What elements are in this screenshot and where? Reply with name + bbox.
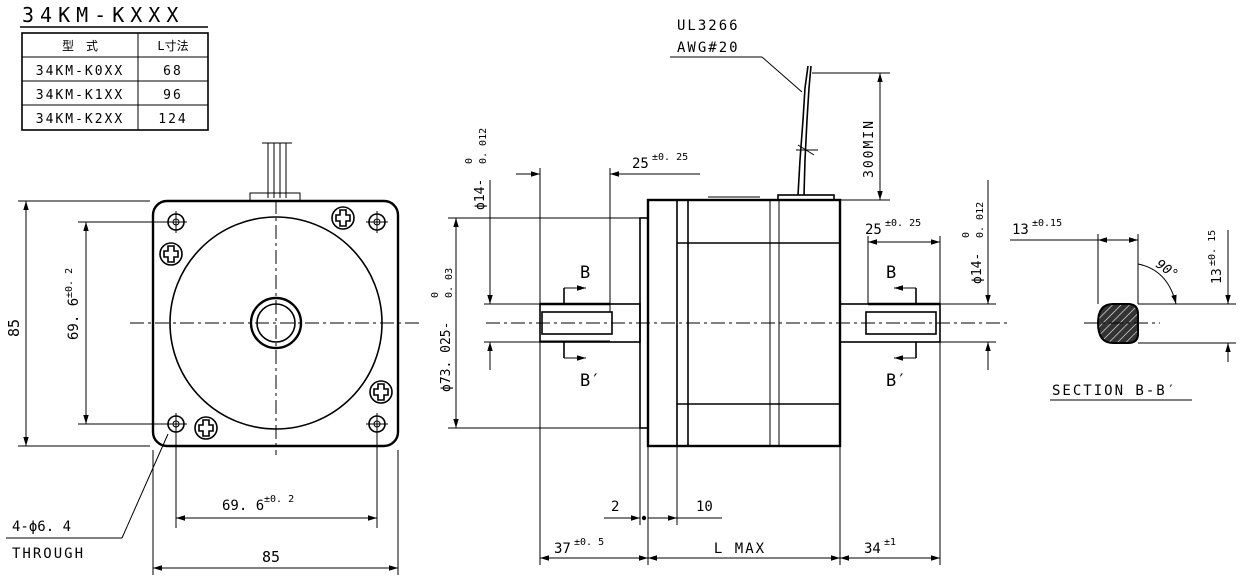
wire-spec-line1: UL3266: [677, 18, 740, 34]
screw-right-top: [331, 206, 355, 230]
shaft-dia-left-tol-lower: 0. 012: [478, 128, 489, 164]
mounting-hole-tr: [366, 211, 388, 233]
shaft-len-right-tol: ±1: [884, 537, 896, 548]
front-view: 85 69. 6 ±0. 2 69. 6 ±0. 2 85 4-ϕ6. 4 TH…: [5, 142, 422, 575]
section-view: 13 ±0.15 90° 13 ±0. 15 SECTION B-B′: [1010, 218, 1236, 401]
section-angle: 90°: [1153, 257, 1181, 283]
shaft-dia-right-tol-lower: 0. 012: [975, 202, 986, 238]
table-header-model: 型 式: [62, 39, 98, 53]
pilot-tol-upper: 0: [430, 292, 441, 298]
table-cell-model-0: 34KM-K0XX: [36, 64, 124, 79]
section-mark-left-bottom: B′: [580, 371, 600, 391]
mounting-hole-bl: [165, 413, 187, 435]
front-hole-pitch-h-tol: ±0. 2: [264, 494, 294, 505]
shaft-dia-right-tol-upper: 0: [961, 232, 972, 238]
front-width-dim: 85: [262, 548, 280, 566]
key-len-right: 25: [865, 222, 882, 238]
mounting-hole-tl: [165, 211, 187, 233]
table-cell-model-2: 34KM-K2XX: [36, 112, 124, 127]
table-cell-length-2: 124: [158, 112, 187, 127]
dim-2: 2: [611, 499, 619, 515]
left-key: [541, 311, 613, 335]
section-flat-width-tol: ±0.15: [1032, 218, 1062, 229]
screw-right-bottom: [369, 380, 393, 404]
shaft-len-left-tol: ±0. 5: [574, 537, 604, 548]
front-hole-pitch-v-tol: ±0. 2: [64, 268, 75, 298]
key-len-right-tol: ±0. 25: [885, 218, 921, 229]
screw-left-bottom: [194, 416, 218, 440]
section-mark-right-top: B: [886, 263, 896, 283]
hole-callout-line1: 4-ϕ6. 4: [12, 519, 71, 535]
front-lead-wires: [249, 142, 301, 202]
section-flat-width: 13: [1012, 222, 1029, 238]
body-len: L MAX: [714, 541, 766, 557]
side-view: UL3266 AWG#20 300MIN B B′ B B′: [430, 18, 1010, 565]
pilot-dia: ϕ73. 025-: [439, 322, 454, 392]
screw-left-top: [159, 242, 183, 266]
drawing-title: 34KM-KXXX: [22, 3, 184, 27]
hole-callout-line2: THROUGH: [12, 546, 85, 562]
section-height-tol: ±0. 15: [1207, 230, 1218, 266]
shaft-dia-left-tol-upper: 0: [464, 158, 475, 164]
dim-10: 10: [696, 499, 713, 515]
table-cell-length-1: 96: [163, 88, 183, 103]
section-caption: SECTION B-B′: [1052, 383, 1177, 399]
model-table: 34KM-KXXX 型 式 L寸法 34KM-K0XX 68 34KM-K1XX…: [20, 3, 209, 131]
table-header-length: L寸法: [157, 39, 188, 53]
shaft-len-right: 34: [864, 541, 881, 557]
front-hole-pitch-v: 69. 6: [66, 298, 82, 340]
shaft-dia-right: ϕ14-: [970, 253, 985, 284]
section-height: 13: [1210, 268, 1225, 284]
shaft-len-left: 37: [554, 541, 571, 557]
section-mark-left-top: B: [580, 263, 590, 283]
mounting-hole-br: [366, 413, 388, 435]
front-hole-pitch-h: 69. 6: [222, 498, 264, 514]
section-mark-right-bottom: B′: [886, 371, 906, 391]
table-cell-length-0: 68: [163, 64, 183, 79]
lead-length-dim: 300MIN: [862, 119, 877, 178]
right-key: [865, 311, 937, 335]
front-height-dim: 85: [5, 319, 23, 337]
shaft-dia-left: ϕ14-: [473, 179, 488, 210]
key-len-left: 25: [632, 156, 649, 172]
wire-spec-line2: AWG#20: [677, 40, 740, 56]
key-len-left-tol: ±0. 25: [652, 152, 688, 163]
table-cell-model-1: 34KM-K1XX: [36, 88, 124, 103]
pilot-tol-lower: 0. 03: [444, 268, 455, 298]
